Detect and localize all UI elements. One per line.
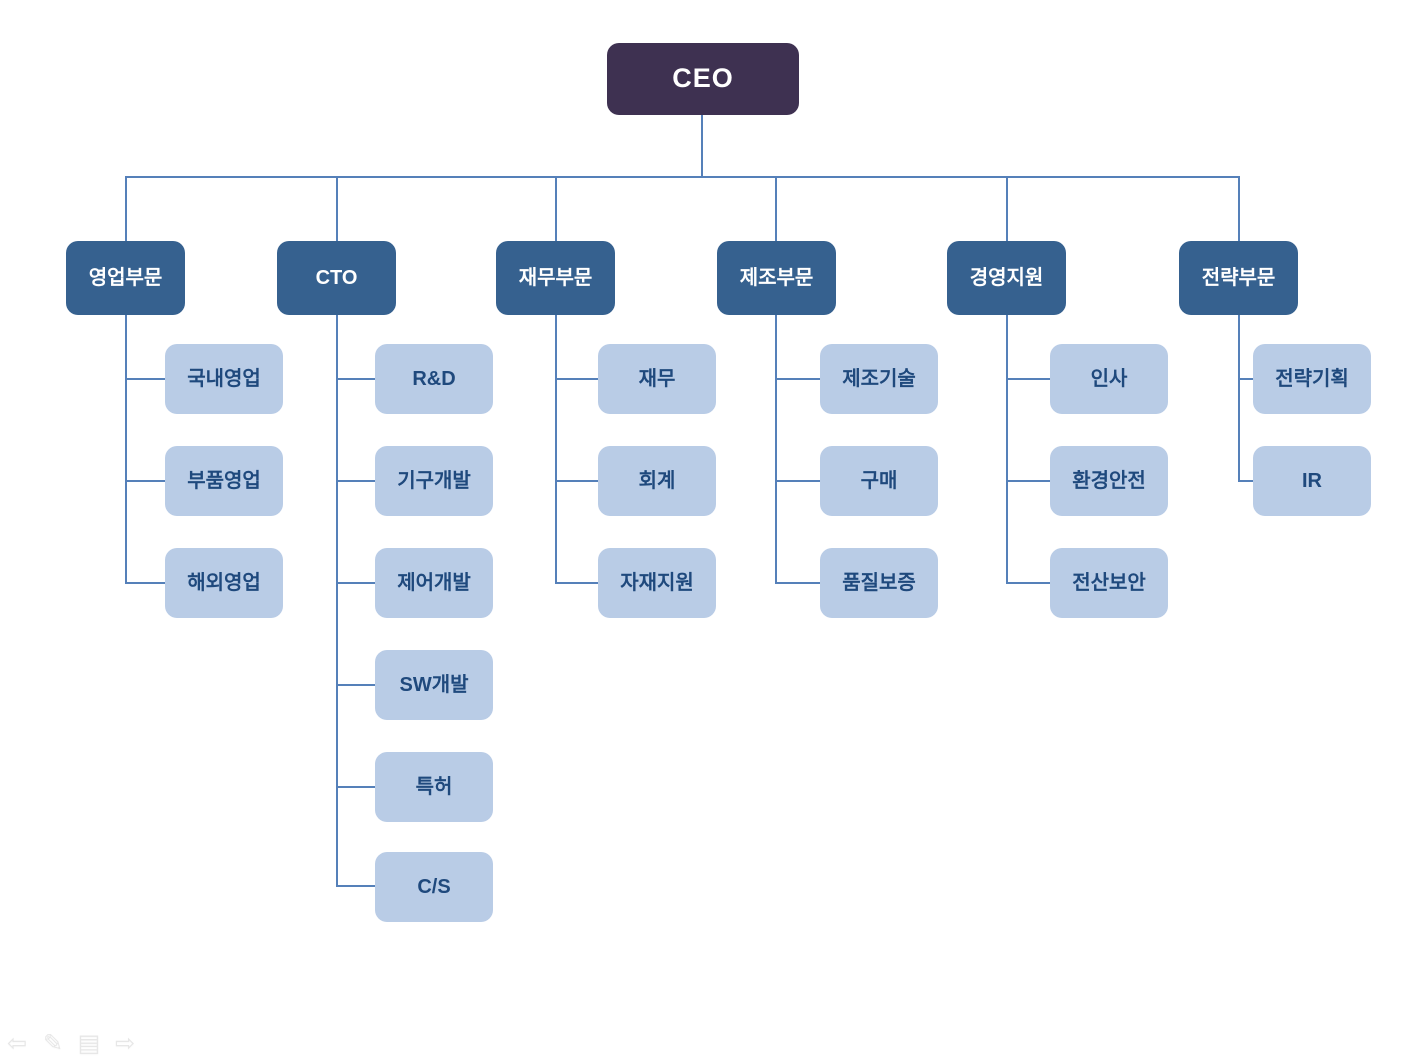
connector-bus: [125, 176, 1240, 178]
connector-trunk-manufacturing: [775, 315, 777, 583]
connector-stub: [125, 480, 165, 482]
connector-drop-finance: [555, 176, 557, 241]
connector-stub: [336, 684, 375, 686]
org-node-mgmt-support-division: 경영지원: [947, 241, 1066, 315]
connector-trunk-strategy: [1238, 315, 1240, 481]
connector-stub: [555, 582, 598, 584]
slide-menu-icon: ▤: [77, 1029, 101, 1057]
org-node-ir: IR: [1253, 446, 1371, 516]
org-node-strategic-planning: 전략기획: [1253, 344, 1371, 414]
org-node-patents: 특허: [375, 752, 493, 822]
org-node-finance: 재무: [598, 344, 716, 414]
connector-stub: [336, 480, 375, 482]
connector-stub: [125, 378, 165, 380]
connector-stub: [555, 378, 598, 380]
connector-drop-mgmt-support: [1006, 176, 1008, 241]
org-node-control-dev: 제어개발: [375, 548, 493, 618]
org-node-mech-dev: 기구개발: [375, 446, 493, 516]
connector-stub: [1006, 480, 1050, 482]
org-node-overseas-sales: 해외영업: [165, 548, 283, 618]
org-node-sw-dev: SW개발: [375, 650, 493, 720]
slide-navigator-button[interactable]: ▤: [76, 1029, 102, 1057]
connector-drop-cto: [336, 176, 338, 241]
connector-trunk-mgmt-support: [1006, 315, 1008, 583]
connector-stub: [775, 582, 820, 584]
connector-stub: [1238, 480, 1255, 482]
connector-trunk-sales: [125, 315, 127, 583]
connector-drop-manufacturing: [775, 176, 777, 241]
org-node-ceo: CEO: [607, 43, 799, 115]
pen-icon: ✎: [42, 1029, 64, 1057]
connector-stub: [555, 480, 598, 482]
connector-drop-strategy: [1238, 176, 1240, 241]
connector-drop-sales: [125, 176, 127, 241]
org-node-hr: 인사: [1050, 344, 1168, 414]
org-node-cs: C/S: [375, 852, 493, 922]
connector-trunk-cto: [336, 315, 338, 887]
org-node-sales-division: 영업부문: [66, 241, 185, 315]
org-node-rnd: R&D: [375, 344, 493, 414]
org-node-it-security: 전산보안: [1050, 548, 1168, 618]
connector-stub: [336, 582, 375, 584]
connector-stub: [1006, 378, 1050, 380]
pen-annotate-button[interactable]: ✎: [40, 1029, 66, 1057]
next-arrow-icon: ⇨: [114, 1029, 136, 1057]
org-node-material-support: 자재지원: [598, 548, 716, 618]
org-node-accounting: 회계: [598, 446, 716, 516]
connector-stub: [1238, 378, 1255, 380]
slideshow-toolbar: ⇦ ✎ ▤ ⇨: [4, 1029, 138, 1057]
connector-stub: [1006, 582, 1050, 584]
previous-slide-button[interactable]: ⇦: [4, 1029, 30, 1057]
connector-stub: [775, 480, 820, 482]
org-node-quality-assurance: 품질보증: [820, 548, 938, 618]
connector-stub: [125, 582, 165, 584]
connector-stub: [336, 786, 375, 788]
org-node-manufacturing-division: 제조부문: [717, 241, 836, 315]
org-node-domestic-sales: 국내영업: [165, 344, 283, 414]
org-node-parts-sales: 부품영업: [165, 446, 283, 516]
connector-trunk-finance: [555, 315, 557, 583]
org-node-strategy-division: 전략부문: [1179, 241, 1298, 315]
connector-ceo-drop: [701, 115, 703, 177]
org-node-mfg-technology: 제조기술: [820, 344, 938, 414]
org-node-cto-division: CTO: [277, 241, 396, 315]
next-slide-button[interactable]: ⇨: [112, 1029, 138, 1057]
org-node-env-safety: 환경안전: [1050, 446, 1168, 516]
org-node-purchasing: 구매: [820, 446, 938, 516]
connector-stub: [336, 885, 375, 887]
org-node-finance-division: 재무부문: [496, 241, 615, 315]
connector-stub: [775, 378, 820, 380]
connector-stub: [336, 378, 375, 380]
previous-arrow-icon: ⇦: [6, 1029, 28, 1057]
